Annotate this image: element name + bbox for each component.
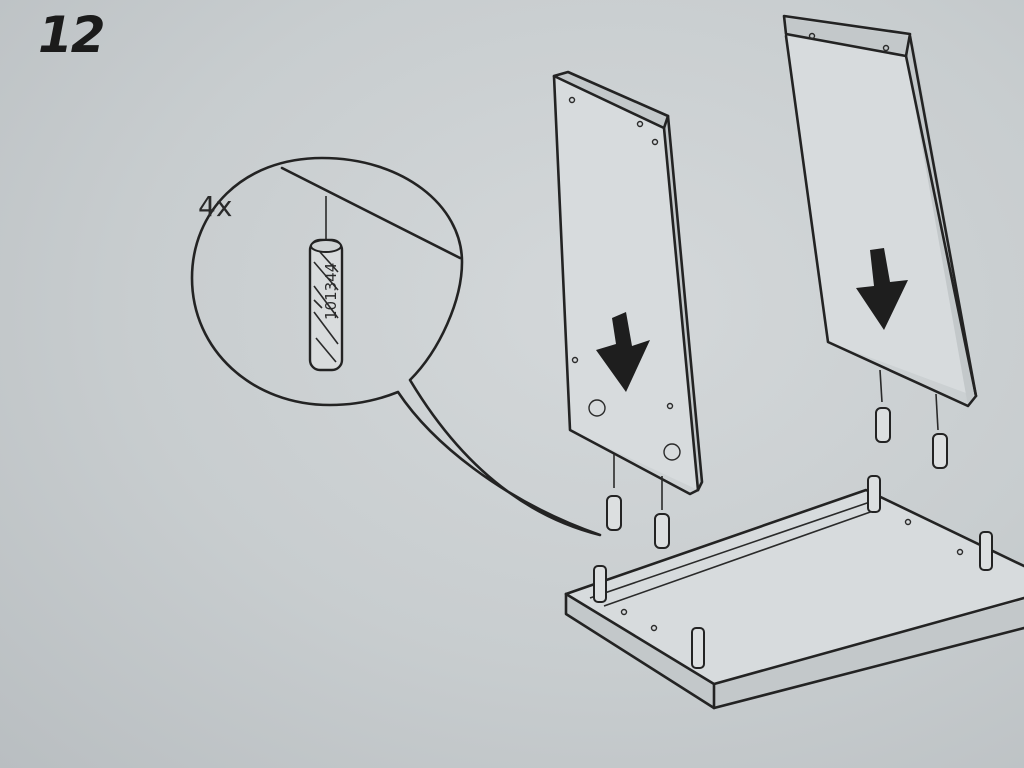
wooden-dowel-icon <box>308 238 344 372</box>
right-side-panel <box>782 14 978 408</box>
left-side-panel <box>552 70 704 496</box>
detail-callout <box>190 156 602 537</box>
step-number: 12 <box>38 6 106 64</box>
loose-dowels <box>606 369 948 549</box>
part-number-label: 101344 <box>322 262 340 320</box>
callout-bubble-outline <box>190 156 602 537</box>
down-arrow-icon <box>856 248 908 330</box>
quantity-label: 4x <box>198 190 233 223</box>
down-arrow-icon <box>596 312 650 392</box>
bottom-panel <box>564 475 1024 710</box>
board-edge-line <box>280 166 462 260</box>
